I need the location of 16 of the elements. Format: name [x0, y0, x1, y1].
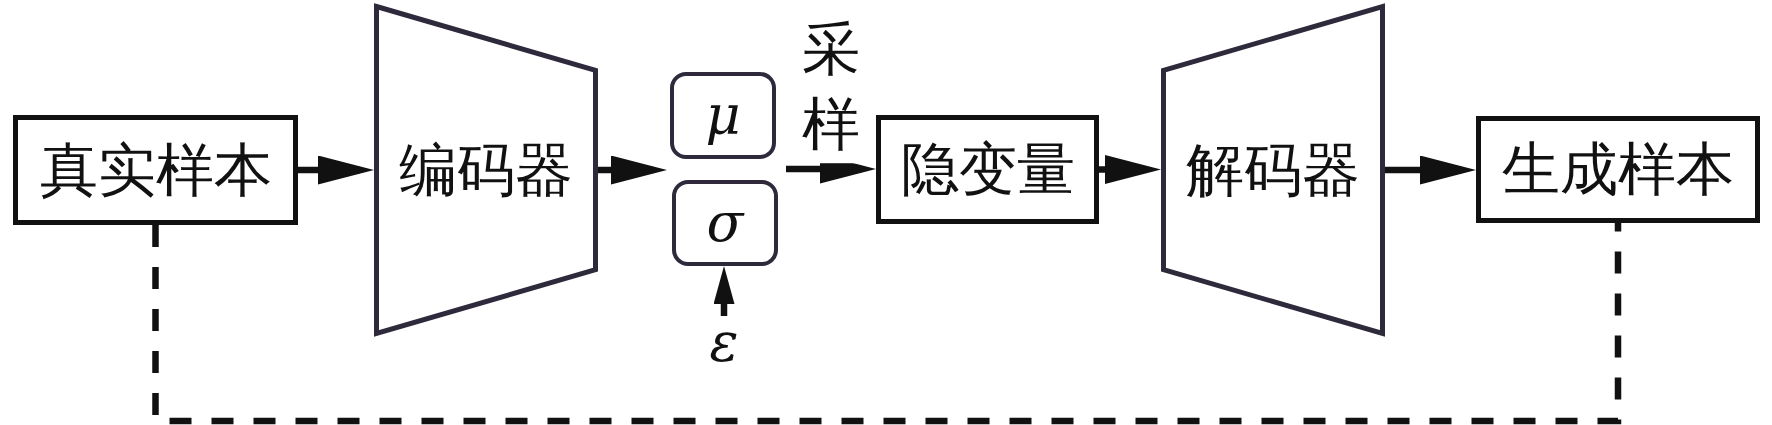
arrow: [298, 155, 374, 185]
parameter-box: [670, 72, 776, 159]
node-label: 生成样本: [1502, 136, 1734, 203]
node-label: 隐变量: [900, 136, 1075, 203]
node-label: 解码器: [1186, 136, 1360, 204]
node-label: σ: [706, 196, 744, 250]
process-box: [876, 115, 1099, 224]
process-box: [1476, 116, 1760, 223]
node-label: 编码器: [399, 136, 573, 204]
node-label: μ: [705, 88, 741, 143]
node-label: 真实样本: [39, 136, 272, 204]
dashed-line: [152, 223, 1622, 425]
symbol-label: ε: [706, 316, 742, 370]
process-box: [13, 115, 298, 225]
arrow: [1099, 155, 1161, 184]
parameter-box: [672, 180, 778, 266]
